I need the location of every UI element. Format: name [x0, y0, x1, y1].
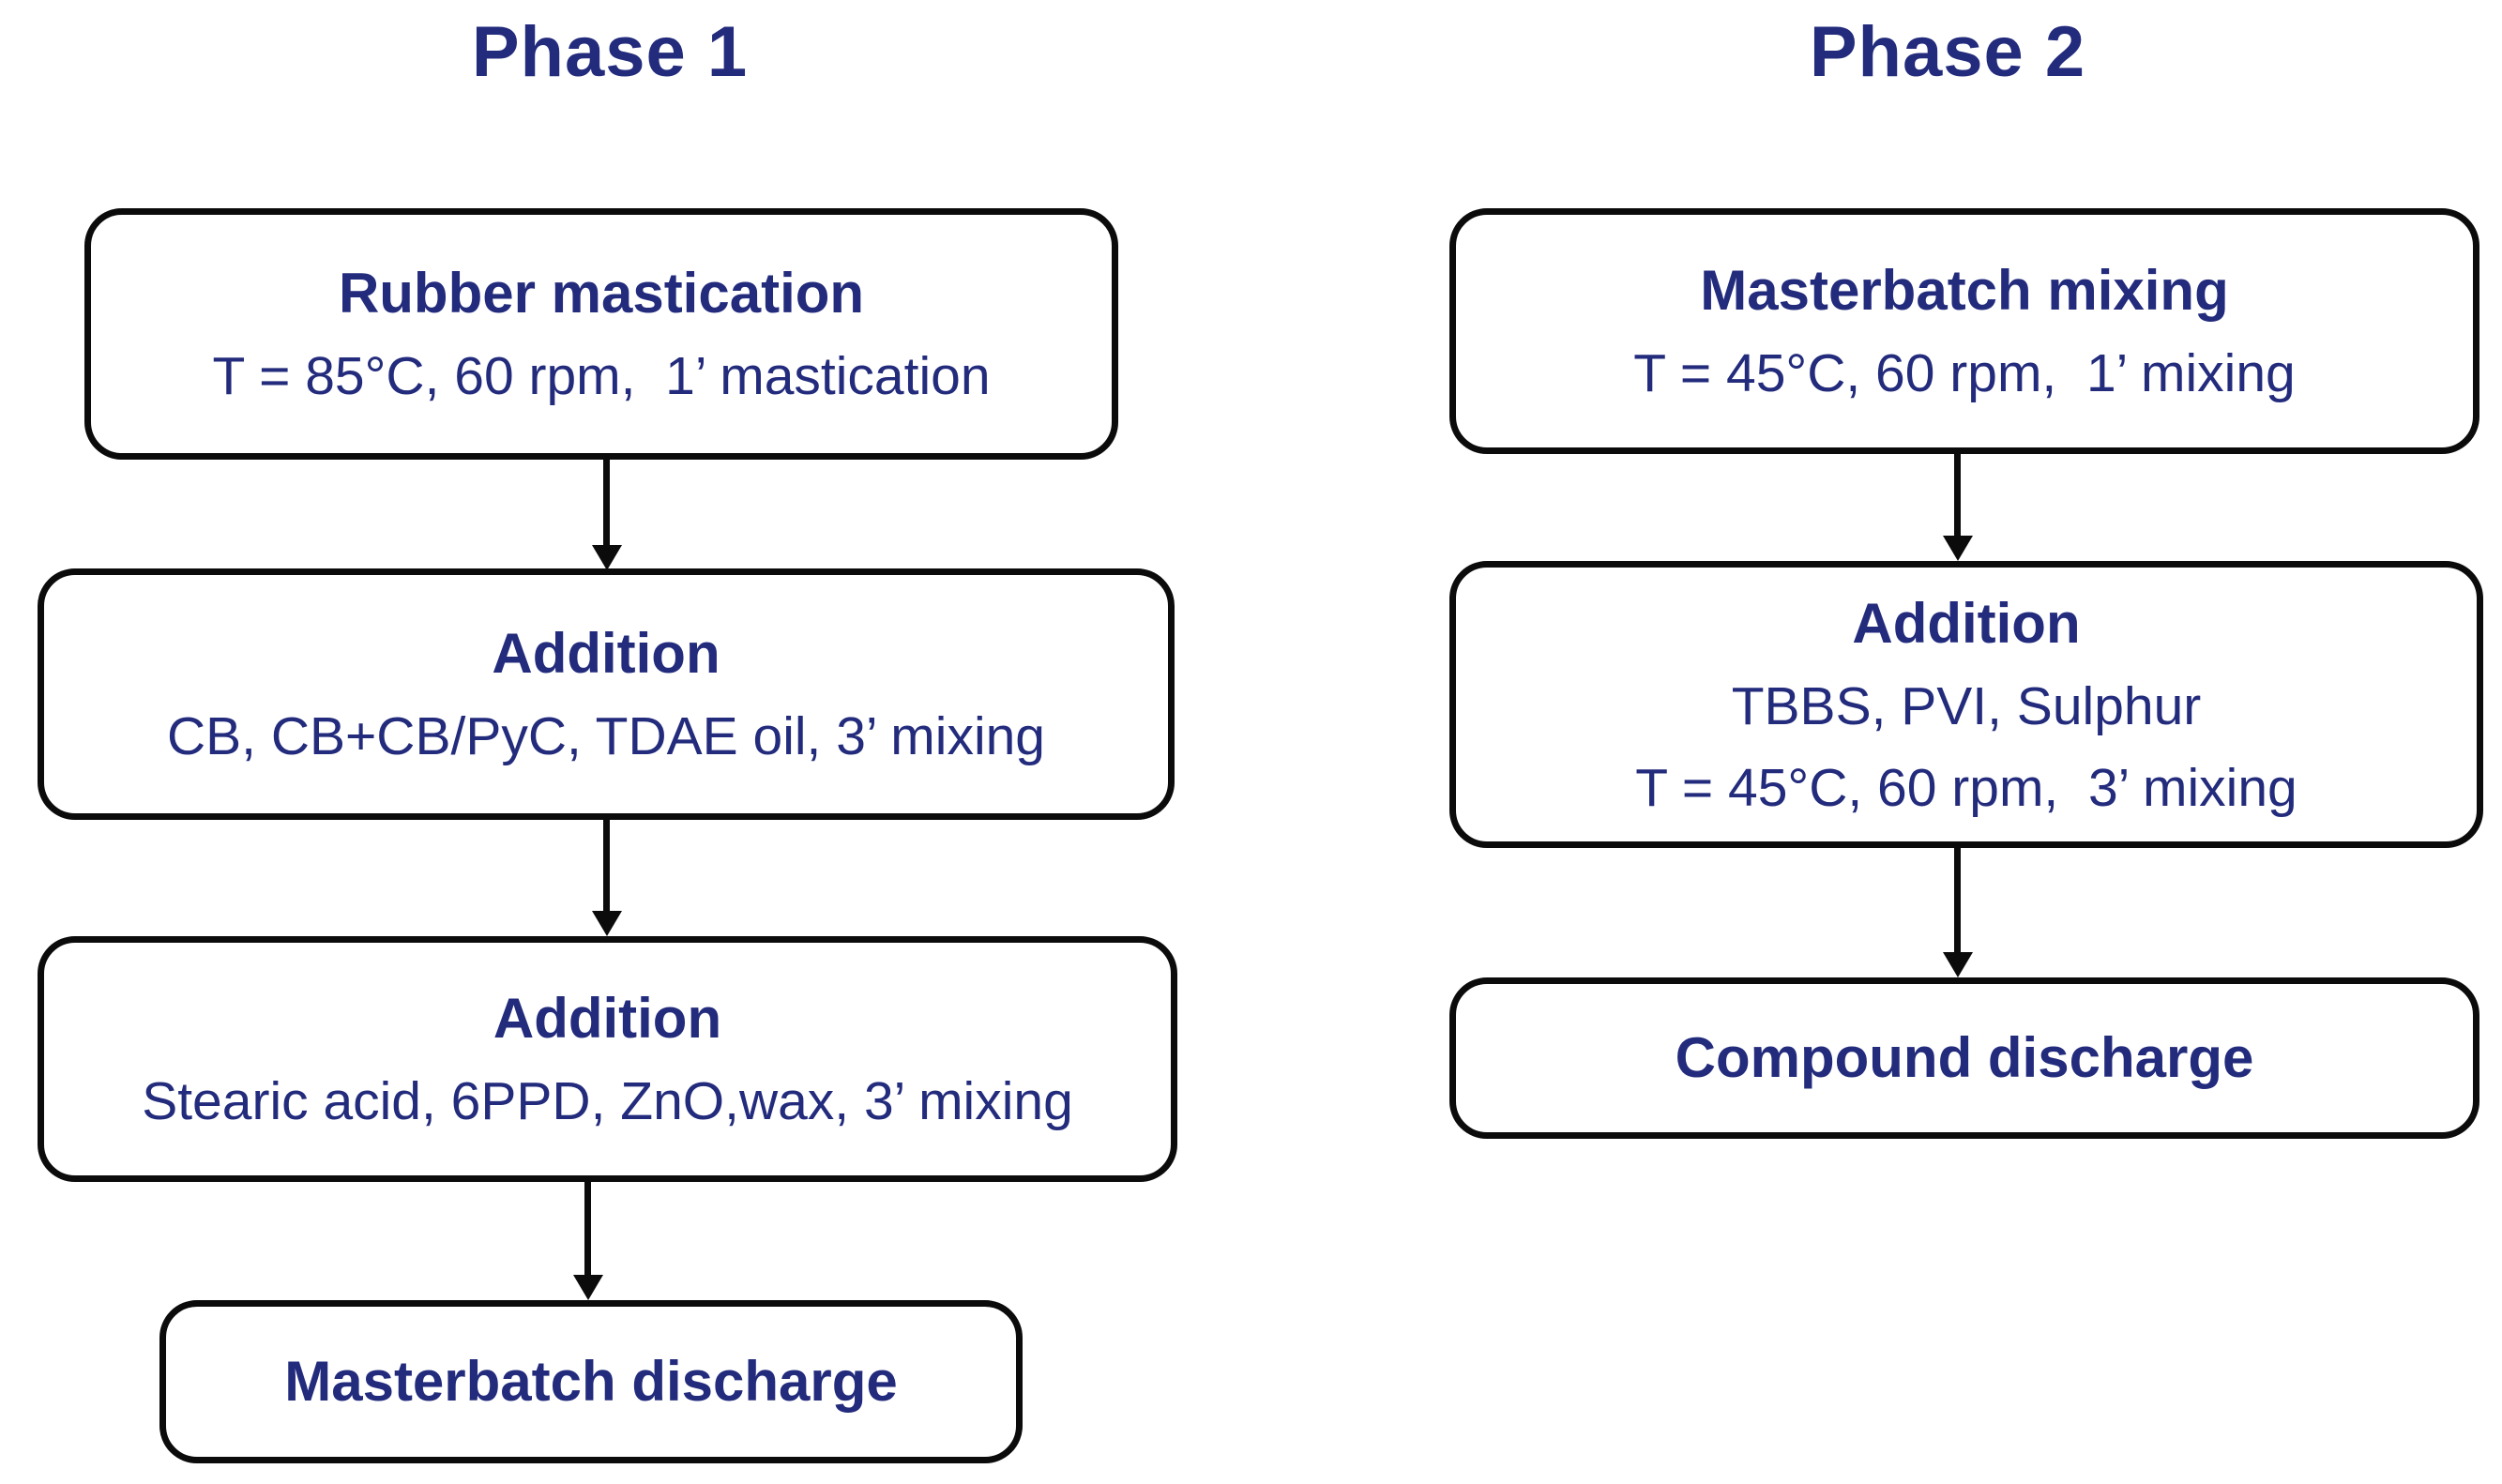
- arrow-down-icon: [584, 1182, 591, 1276]
- node-heading: Rubber mastication: [338, 262, 865, 326]
- node-addition-fillers: Addition CB, CB+CB/PyC, TDAE oil, 3’ mix…: [38, 568, 1175, 820]
- arrow-down-icon: [1954, 454, 1961, 537]
- arrow-down-icon: [1954, 848, 1961, 953]
- node-addition-curatives: Addition TBBS, PVI, Sulphur T = 45°C, 60…: [1449, 561, 2483, 848]
- node-detail-line: CB, CB+CB/PyC, TDAE oil, 3’ mixing: [166, 706, 1046, 767]
- node-heading: Masterbatch discharge: [284, 1350, 898, 1414]
- node-detail-line: T = 45°C, 60 rpm, 3’ mixing: [1635, 757, 2297, 818]
- node-heading: Masterbatch mixing: [1700, 259, 2229, 323]
- node-addition-chemicals: Addition Stearic acid, 6PPD, ZnO,wax, 3’…: [38, 936, 1177, 1182]
- arrow-down-icon: [603, 820, 610, 912]
- node-heading: Compound discharge: [1675, 1026, 2254, 1090]
- node-heading: Addition: [493, 987, 722, 1051]
- node-masterbatch-discharge: Masterbatch discharge: [159, 1300, 1023, 1463]
- node-heading: Addition: [1852, 591, 2081, 655]
- column-title-phase-2: Phase 2: [1809, 12, 2086, 92]
- node-masterbatch-mixing: Masterbatch mixing T = 45°C, 60 rpm, 1’ …: [1449, 208, 2479, 454]
- node-heading: Addition: [492, 622, 720, 686]
- column-title-phase-1: Phase 1: [471, 12, 749, 92]
- node-detail-line: TBBS, PVI, Sulphur: [1731, 675, 2202, 736]
- arrow-down-icon: [603, 460, 610, 546]
- node-detail-line: Stearic acid, 6PPD, ZnO,wax, 3’ mixing: [142, 1071, 1073, 1132]
- node-rubber-mastication: Rubber mastication T = 85°C, 60 rpm, 1’ …: [84, 208, 1118, 460]
- node-detail-line: T = 45°C, 60 rpm, 1’ mixing: [1633, 343, 2296, 404]
- node-compound-discharge: Compound discharge: [1449, 977, 2479, 1139]
- node-detail-line: T = 85°C, 60 rpm, 1’ mastication: [212, 346, 991, 407]
